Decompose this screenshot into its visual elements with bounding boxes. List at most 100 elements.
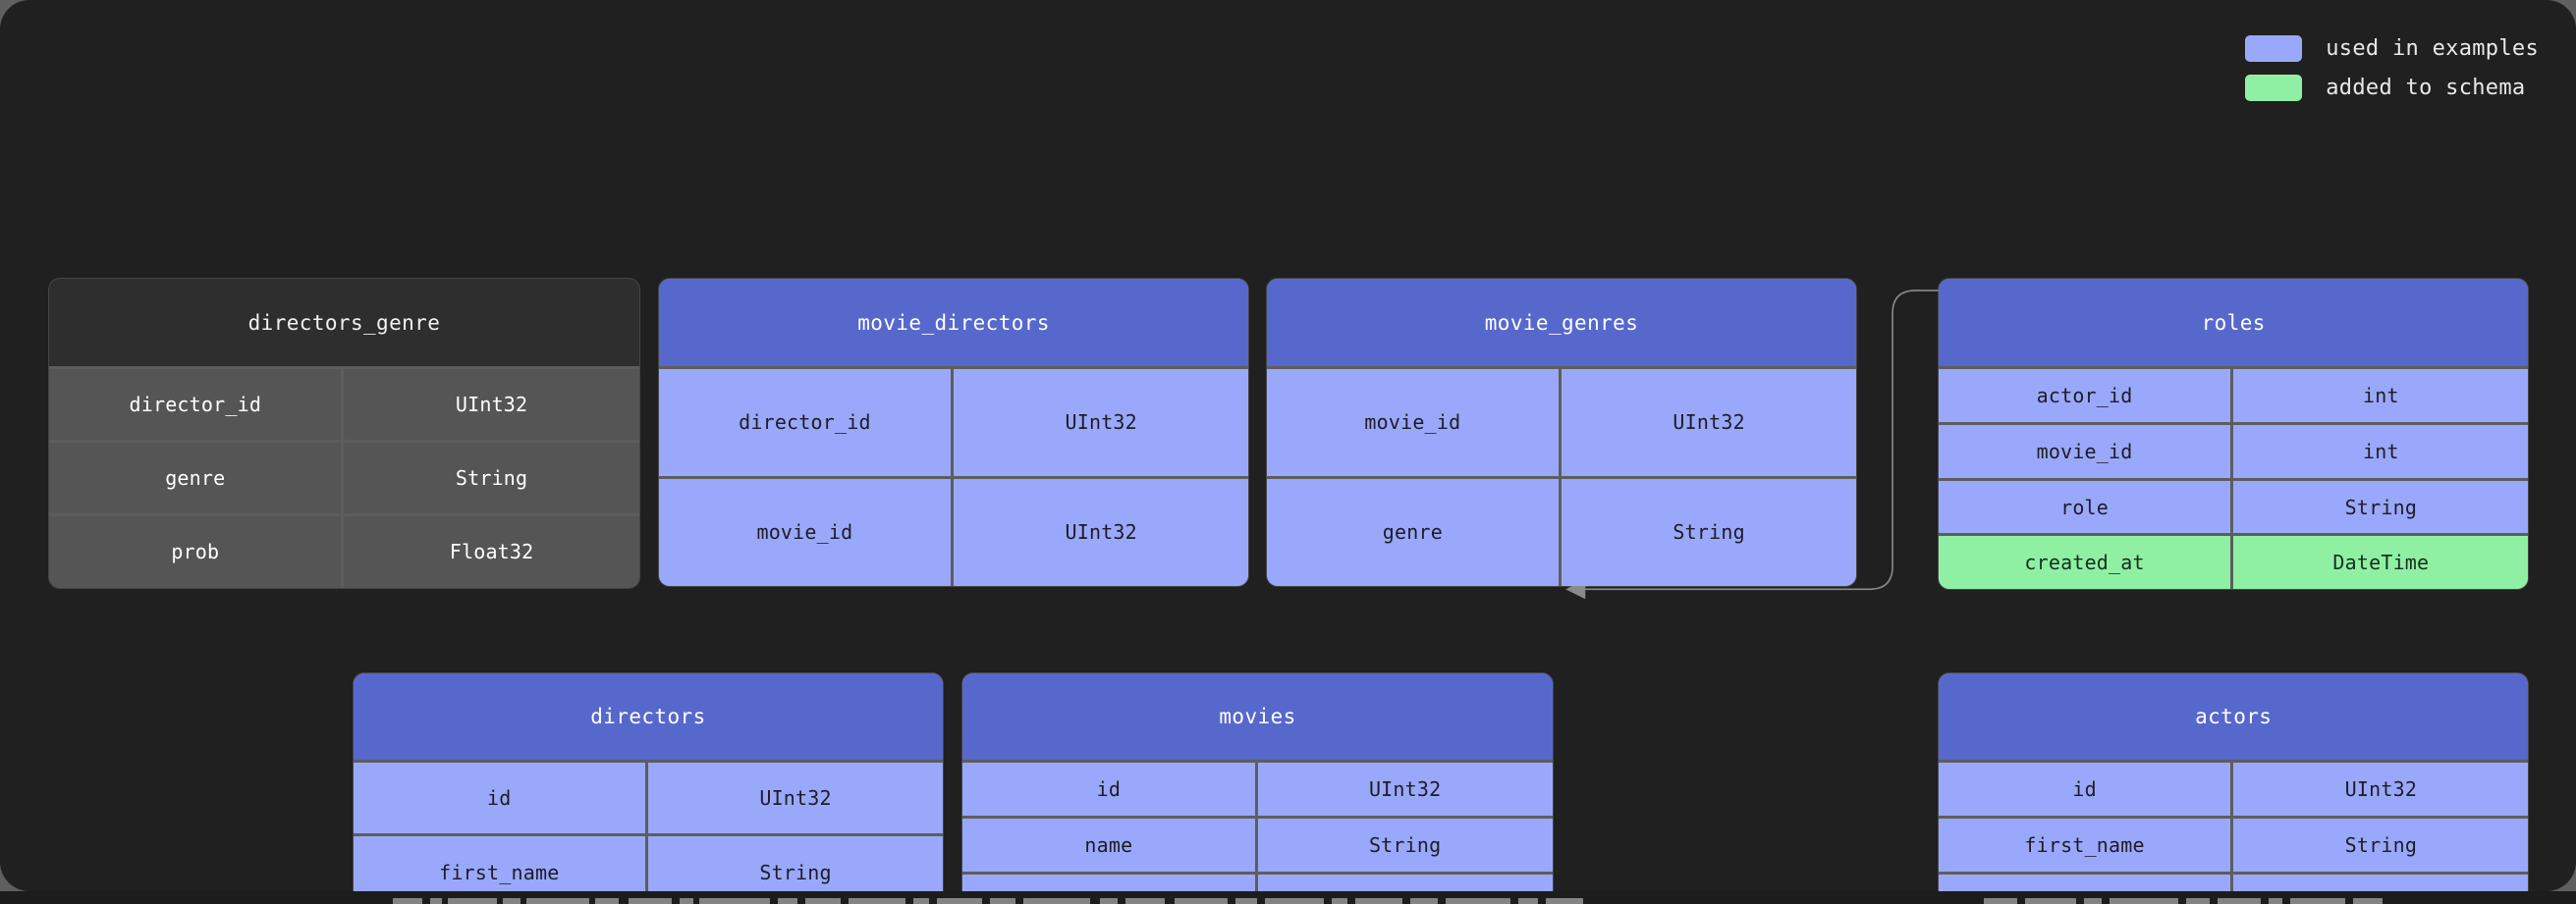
column-type-cell: String xyxy=(759,860,832,884)
clipped-text-fragment xyxy=(778,898,797,904)
column-name-cell: director_id xyxy=(49,368,345,441)
table-movies[interactable]: moviesidUInt32nameStringyearUInt32rankFl… xyxy=(962,672,1553,891)
column-type-cell: String xyxy=(1368,832,1442,857)
clipped-text-fragment xyxy=(595,898,619,904)
table-directors[interactable]: directorsidUInt32first_nameStringlast_na… xyxy=(353,672,944,891)
column-type-cell: String xyxy=(2344,495,2418,519)
column-type-cell: DateTime xyxy=(2332,551,2430,575)
table-title-directors_genre: directors_genre xyxy=(49,279,639,366)
clipped-text-fragment xyxy=(1446,898,1510,904)
legend-item: used in examples xyxy=(2245,35,2539,62)
legend-swatch-added-to-schema xyxy=(2245,75,2303,101)
clipped-text-fragment xyxy=(2290,898,2345,904)
clipped-text-fragment xyxy=(849,898,905,904)
column-name-cell: name xyxy=(962,819,1258,872)
table-row[interactable]: actor_id int xyxy=(1938,365,2529,422)
column-type-cell: UInt32 xyxy=(759,786,832,811)
column-type-cell: int xyxy=(2362,439,2399,463)
column-type-cell: UInt32 xyxy=(1672,410,1745,435)
clipped-text-fragment xyxy=(526,898,589,904)
table-row[interactable]: movie_id UInt32 xyxy=(658,475,1249,586)
column-type-cell: String xyxy=(1672,520,1745,545)
table-row[interactable]: name String xyxy=(962,816,1553,872)
column-type-cell: UInt32 xyxy=(1368,777,1442,802)
table-actors[interactable]: actorsidUInt32first_nameStringlast_nameS… xyxy=(1938,672,2529,891)
column-name-cell: actor_id xyxy=(1939,368,2234,422)
clipped-text-fragment xyxy=(699,898,770,904)
clipped-text-fragment xyxy=(1100,898,1118,904)
clipped-text-fragment xyxy=(2110,898,2178,904)
clipped-text-fragment xyxy=(805,898,841,904)
column-name-cell: id xyxy=(1939,763,2234,817)
column-name-cell: year xyxy=(962,874,1258,891)
column-type-cell: UInt32 xyxy=(2344,777,2418,802)
clipped-text-fragment xyxy=(1023,898,1090,904)
table-title-movie_genres: movie_genres xyxy=(1266,279,1857,366)
clipped-text-fragment xyxy=(1235,898,1257,904)
column-name-cell: movie_id xyxy=(659,478,955,586)
clipped-text-fragment xyxy=(1518,898,1538,904)
clipped-text-sliver xyxy=(0,891,2576,904)
clipped-text-fragment xyxy=(680,898,693,904)
column-name-cell: first_name xyxy=(354,836,648,891)
clipped-text-fragment xyxy=(1175,898,1228,904)
table-row[interactable]: yearUInt32 xyxy=(962,871,1553,891)
column-type-cell: UInt32 xyxy=(1065,410,1137,435)
table-row[interactable]: id UInt32 xyxy=(1938,760,2529,817)
legend-item: added to schema xyxy=(2245,75,2539,101)
clipped-text-fragment xyxy=(2084,898,2102,904)
column-name-cell: last_name xyxy=(1939,874,2234,891)
table-title-movies: movies xyxy=(962,672,1553,761)
clipped-text-fragment xyxy=(1125,898,1165,904)
column-type-cell: int xyxy=(2362,383,2399,407)
column-type-cell: UInt32 xyxy=(1065,520,1137,545)
table-row[interactable]: first_name String xyxy=(353,833,944,891)
column-type-cell: String xyxy=(2344,832,2418,857)
legend-item-label: added to schema xyxy=(2326,76,2526,100)
column-type-cell: UInt32 xyxy=(1258,875,1553,891)
legend: used in examples added to schema xyxy=(2245,35,2539,101)
table-row[interactable]: created_at DateTime xyxy=(1938,533,2529,590)
clipped-text-fragment xyxy=(1410,898,1438,904)
clipped-text-fragment xyxy=(430,898,442,904)
column-name-cell: created_at xyxy=(1939,536,2234,590)
clipped-text-fragment xyxy=(2218,898,2261,904)
table-title-roles: roles xyxy=(1938,279,2529,366)
clipped-text-fragment xyxy=(448,898,497,904)
table-row[interactable]: movie_id UInt32 xyxy=(1266,365,1857,476)
column-name-cell: movie_id xyxy=(1267,368,1562,476)
table-title-actors: actors xyxy=(1938,672,2529,761)
column-type-cell: Float32 xyxy=(449,540,534,564)
clipped-text-fragment xyxy=(2186,898,2210,904)
column-name-cell: genre xyxy=(49,443,345,514)
clipped-text-fragment xyxy=(503,898,521,904)
column-name-cell: role xyxy=(1939,480,2234,534)
table-row[interactable]: role String xyxy=(1938,477,2529,534)
column-type-cell: UInt32 xyxy=(455,393,528,416)
clipped-text-fragment xyxy=(937,898,982,904)
clipped-text-fragment xyxy=(393,898,422,904)
table-row[interactable]: movie_id int xyxy=(1938,421,2529,478)
clipped-text-fragment xyxy=(2353,898,2383,904)
clipped-text-fragment xyxy=(2269,898,2282,904)
clipped-text-fragment xyxy=(913,898,929,904)
table-title-movie_directors: movie_directors xyxy=(658,279,1249,366)
table-row[interactable]: director_id UInt32 xyxy=(49,365,639,441)
column-name-cell: movie_id xyxy=(1939,424,2234,478)
legend-swatch-used-in-examples xyxy=(2245,35,2303,62)
legend-item-label: used in examples xyxy=(2326,36,2539,61)
